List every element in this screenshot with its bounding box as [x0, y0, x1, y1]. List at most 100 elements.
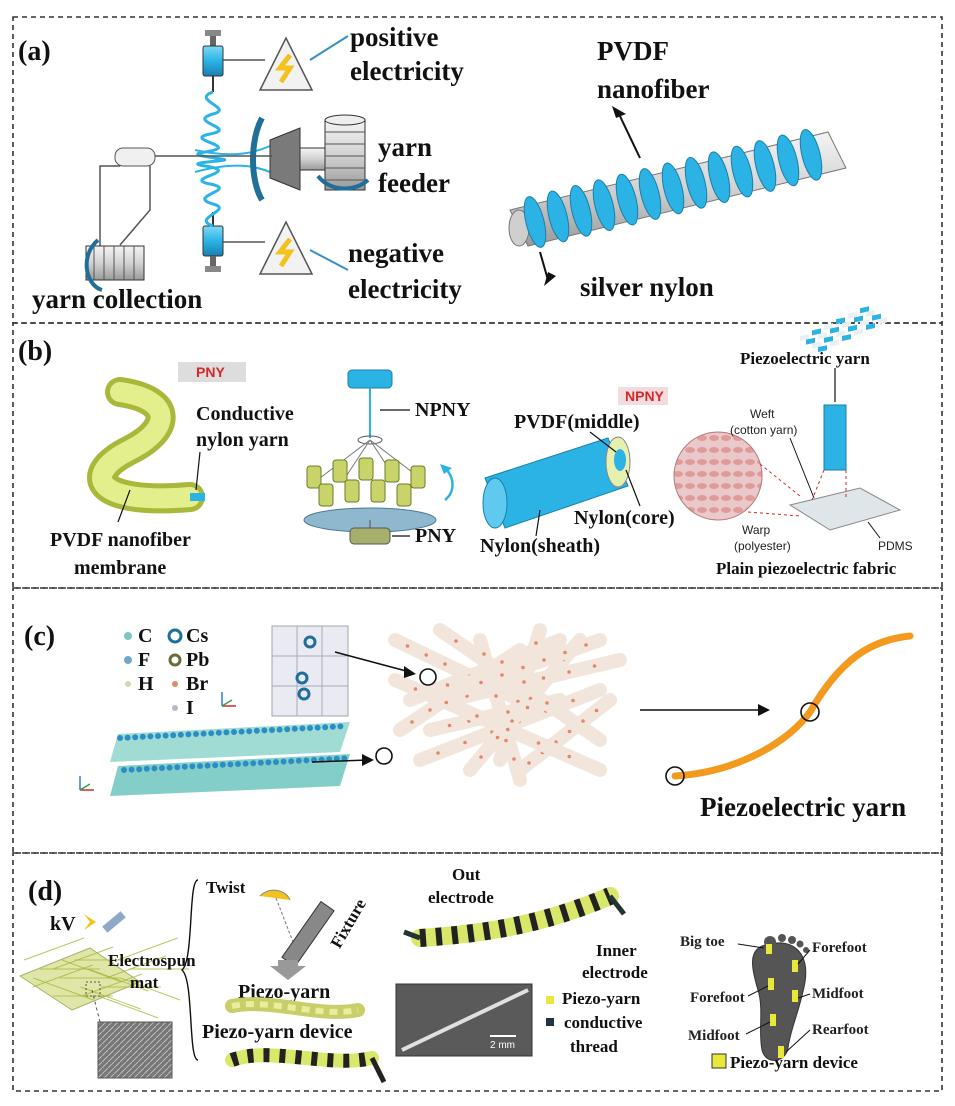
br-dot	[445, 683, 450, 687]
lattice-atom	[253, 727, 260, 734]
piezo-yarn-zoom	[823, 404, 847, 471]
lattice-atom	[212, 762, 219, 769]
bobbin	[410, 465, 426, 489]
pvdf-lattice	[110, 722, 350, 796]
nanofiber	[513, 693, 617, 777]
lattice-atom	[121, 767, 127, 773]
lattice-atom	[177, 731, 184, 738]
lattice-atom	[307, 725, 313, 731]
br-dot	[413, 687, 418, 691]
br-dot	[571, 698, 575, 703]
fabric-cell	[866, 323, 875, 330]
bobbin	[344, 479, 360, 503]
nanofiber-label: nanofiber	[597, 74, 710, 104]
fabric-cell	[806, 337, 815, 345]
foot-legend-label: Piezo-yarn device	[730, 1053, 858, 1072]
pny-badge-text: PNY	[196, 364, 225, 380]
legend-dot-i	[172, 705, 178, 711]
fabric-cell	[854, 315, 863, 323]
br-dot	[534, 641, 538, 645]
perovskite-cell	[271, 625, 349, 717]
device-label: Piezo-yarn device	[202, 1021, 353, 1043]
legend-h: H	[138, 673, 154, 695]
plain-fabric-label: Plain piezoelectric fabric	[716, 559, 897, 578]
fabric-cell	[848, 324, 857, 332]
arrow-cell	[334, 651, 411, 673]
fabric-cell	[866, 310, 875, 317]
lattice-atom	[337, 723, 344, 730]
legend-pb: Pb	[186, 649, 209, 671]
weft-line2: (cotton yarn)	[730, 423, 797, 437]
bobbin	[318, 483, 334, 507]
electrospun-mat	[18, 947, 142, 1011]
fixture-label: Fixture	[327, 895, 370, 951]
lattice-atom	[204, 762, 211, 769]
br-dot	[542, 658, 546, 662]
lattice-atom	[128, 766, 135, 773]
legend-thread-line1: conductive	[564, 1013, 643, 1032]
fabric-cell	[818, 345, 827, 353]
pvdf-coil	[592, 179, 616, 232]
lattice-atom	[235, 761, 241, 767]
fabric-cell	[812, 341, 821, 349]
lattice-atom	[174, 764, 181, 771]
yarn-feeder-line2: feeder	[378, 168, 450, 198]
scale-bar-label: 2 mm	[490, 1040, 515, 1051]
weft-line1: Weft	[750, 407, 775, 421]
lattice-atom	[147, 733, 154, 740]
pvdf-coil	[523, 196, 547, 248]
lattice-atom	[219, 761, 226, 768]
fabric-cell	[824, 322, 833, 330]
nylon-sheath-label: Nylon(sheath)	[480, 535, 600, 557]
br-dot	[584, 643, 588, 647]
fabric-cell	[842, 334, 851, 342]
lattice-atom	[166, 764, 173, 771]
pvdf-coil	[661, 162, 685, 215]
pvdf-coil	[776, 134, 800, 187]
br-dot	[454, 639, 458, 643]
pny-label: PNY	[415, 525, 457, 547]
conductive-line2: nylon yarn	[196, 429, 289, 451]
lattice-atom	[242, 760, 249, 767]
foot-icon	[752, 934, 809, 1061]
br-dot	[405, 644, 410, 648]
panel-d-border	[12, 852, 943, 1092]
membrane-line2: membrane	[74, 557, 166, 579]
mat-line2: mat	[130, 973, 159, 992]
pvdf-coil	[546, 190, 570, 243]
legend-dot-br	[172, 681, 178, 687]
legend-dot-h	[125, 681, 131, 687]
lattice-atom	[181, 763, 188, 770]
pvdf-coil	[753, 140, 777, 192]
inner-electrode-line1: Inner	[596, 941, 637, 960]
legend-dot-cs	[167, 628, 183, 644]
br-dot	[482, 652, 486, 656]
mat-fiber	[32, 964, 93, 988]
pvdf-coil	[730, 145, 754, 198]
out-electrode-line1: Out	[452, 865, 481, 884]
pvdf-label: PVDF	[597, 36, 669, 66]
lattice-atom	[322, 724, 329, 731]
panel-b-border	[12, 322, 943, 589]
panel-d: (d) kV Electrospun mat Twist Fixture Pie…	[12, 852, 943, 1092]
yarn-collection-bobbin	[84, 238, 145, 292]
br-dot	[500, 673, 504, 677]
syringe-d-icon	[84, 911, 126, 933]
legend-i: I	[186, 697, 194, 719]
br-dot	[525, 705, 530, 710]
legend-f: F	[138, 649, 150, 671]
pvdf-coil	[615, 173, 639, 226]
out-electrode-line2: electrode	[428, 888, 494, 907]
kv-label: kV	[50, 913, 76, 935]
negative-voltage-icon	[258, 220, 314, 275]
down-arrow-icon	[270, 960, 306, 980]
foot-legend-swatch	[711, 1053, 727, 1069]
lattice-atom	[291, 725, 298, 732]
fabric-cell	[872, 313, 881, 321]
fixture-bar	[281, 900, 335, 968]
legend-br: Br	[186, 673, 208, 695]
mat-fiber	[52, 946, 114, 970]
panel-a-border	[12, 16, 943, 324]
br-dot	[475, 714, 479, 718]
mat-fiber	[81, 973, 143, 997]
